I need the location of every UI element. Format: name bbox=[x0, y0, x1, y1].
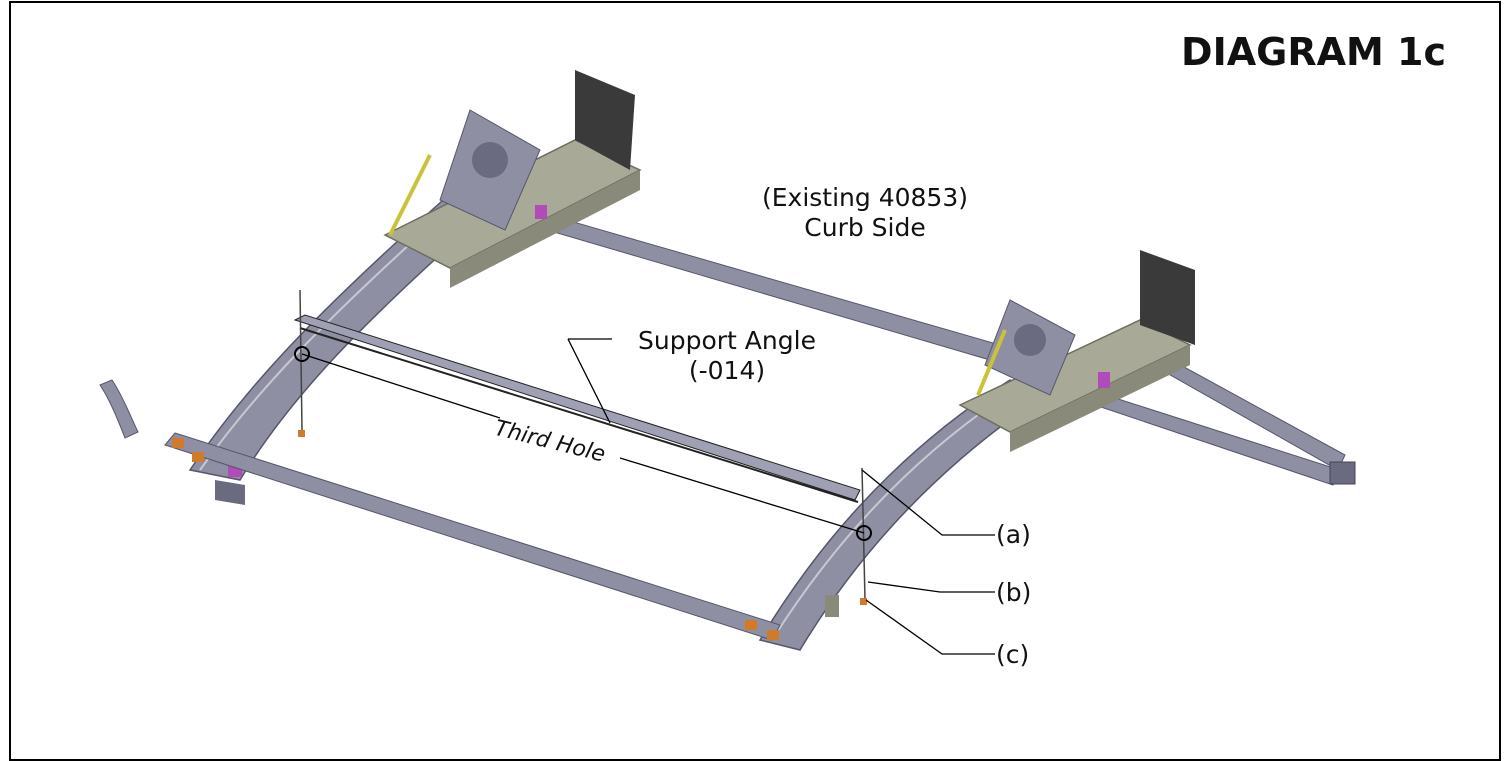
third-hole-marker-right bbox=[856, 525, 872, 541]
support-angle bbox=[293, 314, 861, 503]
existing-part-label: (Existing 40853) Curb Side bbox=[745, 183, 985, 243]
ladder-rack-illustration bbox=[99, 70, 1356, 655]
existing-part-number: (Existing 40853) bbox=[761, 183, 968, 212]
leader-lines bbox=[301, 338, 995, 655]
support-angle-name: Support Angle bbox=[638, 326, 816, 355]
diagram-canvas: DIAGRAM 1c (Existing 40853) Curb Side Su… bbox=[9, 1, 1501, 761]
curb-side-label: Curb Side bbox=[804, 213, 926, 242]
front-cross-bar bbox=[99, 379, 781, 641]
callout-b: (b) bbox=[996, 578, 1032, 607]
callout-a: (a) bbox=[996, 520, 1031, 549]
bolt-right bbox=[860, 467, 867, 605]
support-angle-label: Support Angle (-014) bbox=[612, 326, 842, 386]
support-angle-part: (-014) bbox=[688, 356, 766, 385]
third-hole-marker-left bbox=[294, 346, 310, 362]
diagram-title: DIAGRAM 1c bbox=[1181, 30, 1446, 74]
left-platform bbox=[383, 70, 642, 288]
right-platform bbox=[958, 250, 1195, 452]
callout-c: (c) bbox=[996, 640, 1030, 669]
